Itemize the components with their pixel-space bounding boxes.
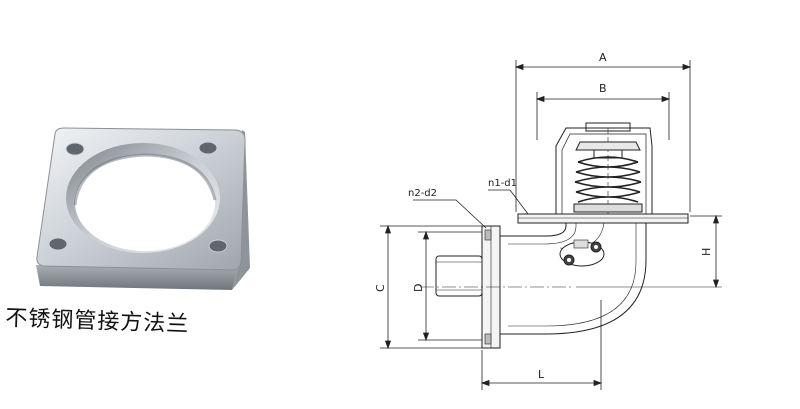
spring — [573, 156, 643, 213]
leader-n1-d1 — [488, 189, 529, 215]
drain-lug — [559, 239, 605, 267]
flange-photo — [36, 127, 250, 290]
callout-n2-d2: n2-d2 — [408, 188, 437, 199]
elbow-body — [498, 222, 647, 335]
inlet-pipe — [435, 255, 483, 297]
flange-bore — [75, 155, 215, 251]
dim-label-l: L — [538, 368, 545, 381]
dimension-labels: A B H C D L n1-d1 n2-d2 — [374, 51, 713, 381]
callout-n1-d1: n1-d1 — [488, 178, 517, 189]
dim-label-c: C — [374, 284, 387, 292]
dimension-lines — [380, 60, 722, 390]
dim-label-a: A — [599, 51, 607, 64]
valve-body — [555, 122, 653, 214]
dim-label-d: D — [412, 284, 425, 292]
technical-drawing: A B H C D L n1-d1 n2-d2 — [374, 51, 722, 390]
bottom-flange-plate — [517, 213, 689, 224]
leader-n2-d2 — [413, 199, 487, 229]
flange-bolt-holes — [48, 141, 228, 253]
flange-front-edge — [36, 265, 238, 290]
dim-label-h: H — [700, 248, 713, 256]
dim-label-b: B — [599, 82, 607, 95]
